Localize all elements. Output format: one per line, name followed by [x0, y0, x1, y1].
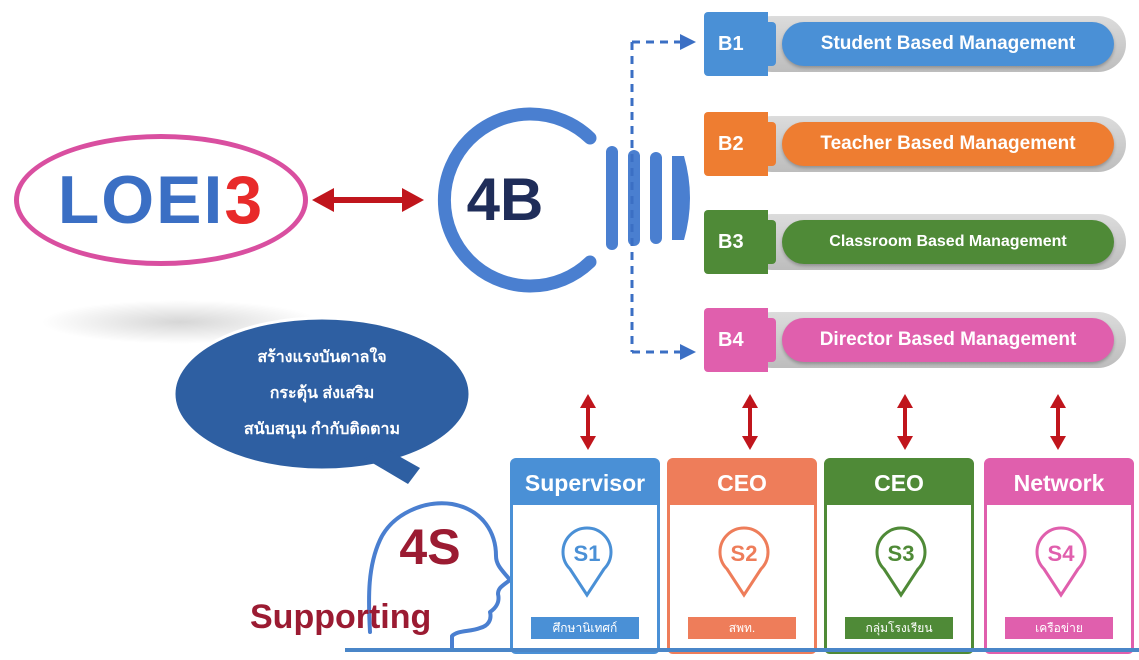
- b-row-tab-notch: [754, 22, 776, 66]
- s-card-2: CEO S2 สพท.: [667, 458, 817, 654]
- b-row-2: B2 Teacher Based Management: [704, 112, 1126, 176]
- s-card-header: Network: [987, 461, 1131, 505]
- b-row-title: Teacher Based Management: [782, 122, 1114, 166]
- logo-text-accent: 3: [224, 162, 265, 238]
- s-card-header: CEO: [827, 461, 971, 505]
- s-card-4: Network S4 เครือข่าย: [984, 458, 1134, 654]
- s-card-label: สพท.: [688, 617, 796, 639]
- bubble-line-2: กระตุ้น ส่งเสริม: [269, 385, 375, 402]
- supporting-caption: Supporting: [250, 598, 432, 636]
- dashed-bracket: [630, 40, 680, 354]
- vertical-arrows: [580, 394, 1066, 450]
- dashed-arrowhead-bottom: [680, 344, 696, 360]
- s-code: S2: [731, 541, 758, 566]
- b-row-3: B3 Classroom Based Management: [704, 210, 1126, 274]
- s-card-header: Supervisor: [513, 461, 657, 505]
- s-card-label: เครือข่าย: [1005, 617, 1113, 639]
- b-row-tab-notch: [754, 318, 776, 362]
- double-arrow-logo-4b: [312, 188, 424, 212]
- speech-bubble: [172, 316, 472, 484]
- 4b-ring: [437, 107, 597, 293]
- bubble-line-1: สร้างแรงบันดาลใจ: [257, 349, 387, 366]
- dashed-arrowhead-top: [680, 34, 696, 50]
- s-card-label: กลุ่มโรงเรียน: [845, 617, 953, 639]
- b-row-1: B1 Student Based Management: [704, 12, 1126, 76]
- connector-comb: [606, 146, 690, 250]
- s-card-3: CEO S3 กลุ่มโรงเรียน: [824, 458, 974, 654]
- logo-text-main: LOEI: [57, 162, 225, 238]
- map-pin-icon: S3: [875, 526, 927, 598]
- 4b-label: 4B: [466, 166, 544, 233]
- s-card-1: Supervisor S1 ศึกษานิเทศก์: [510, 458, 660, 654]
- s-card-label: ศึกษานิเทศก์: [531, 617, 639, 639]
- s-card-header: CEO: [670, 461, 814, 505]
- b-row-title: Classroom Based Management: [782, 220, 1114, 264]
- bubble-line-3: สนับสนุน กำกับติดตาม: [243, 421, 401, 438]
- s-code: S3: [888, 541, 915, 566]
- b-row-4: B4 Director Based Management: [704, 308, 1126, 372]
- 4s-label: 4S: [399, 519, 461, 575]
- b-row-tab-notch: [754, 122, 776, 166]
- map-pin-icon: S1: [561, 526, 613, 598]
- b-row-title: Student Based Management: [782, 22, 1114, 66]
- speech-bubble-text: สร้างแรงบันดาลใจ กระตุ้น ส่งเสริม สนับสน…: [196, 340, 448, 448]
- s-code: S1: [574, 541, 601, 566]
- bottom-rule: [345, 648, 1139, 652]
- head-silhouette: [367, 501, 512, 652]
- map-pin-icon: S2: [718, 526, 770, 598]
- b-row-title: Director Based Management: [782, 318, 1114, 362]
- map-pin-icon: S4: [1035, 526, 1087, 598]
- b-row-tab-notch: [754, 220, 776, 264]
- s-code: S4: [1048, 541, 1076, 566]
